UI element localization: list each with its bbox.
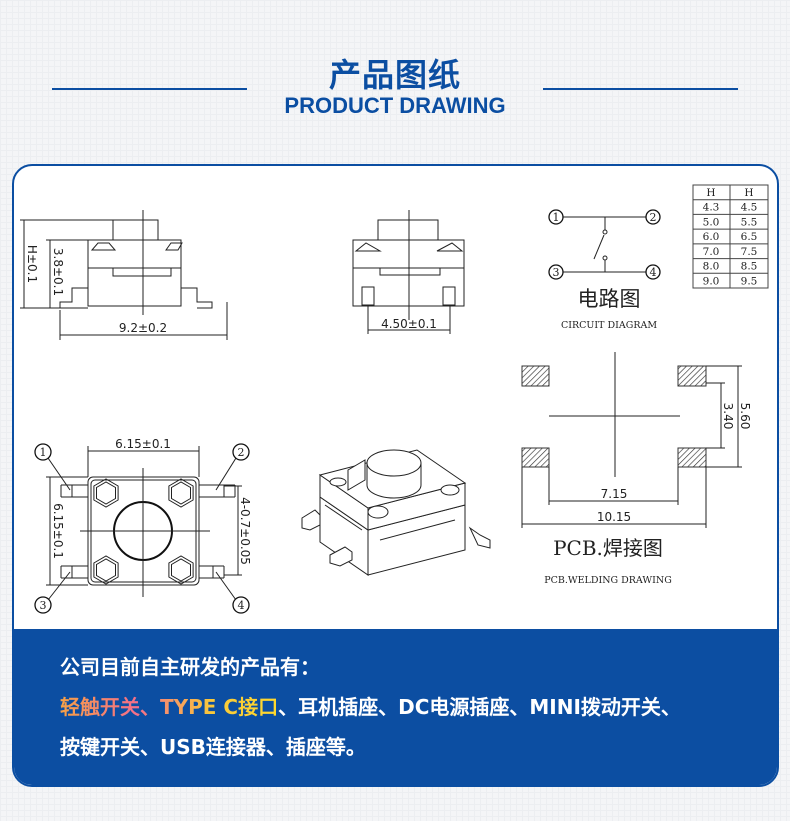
table-cell: 9.5 (741, 275, 758, 287)
circuit-pin-3: 3 (553, 266, 560, 279)
dim-height-label: H±0.1 (25, 245, 39, 283)
table-cell: 6.5 (741, 231, 758, 243)
table-cell: 4.3 (703, 202, 720, 214)
page-title: 产品图纸 (328, 56, 461, 94)
top-pin-3: 3 (40, 599, 47, 612)
circuit-pin-2: 2 (650, 211, 657, 224)
circuit-title-cn: 电路图 (578, 287, 641, 311)
hex-contact (96, 481, 116, 505)
circuit-title-en: CIRCUIT DIAGRAM (561, 320, 657, 331)
hex-contact (96, 558, 116, 582)
table-cell: 5.5 (741, 216, 758, 228)
page-subtitle: PRODUCT DRAWING (284, 93, 506, 118)
top-pin-2: 2 (238, 446, 245, 459)
hex-contact (93, 555, 119, 585)
isometric-view-drawing (301, 449, 491, 576)
table-cell: 8.5 (741, 261, 758, 273)
table-cell: 5.0 (703, 216, 720, 228)
products-intro: 公司目前自主研发的产品有： (60, 655, 320, 679)
table-cell: 6.0 (703, 231, 720, 243)
hex-contact (171, 481, 191, 505)
hex-contact (171, 558, 191, 582)
pcb-title-cn: PCB.焊接图 (553, 536, 663, 560)
header-rule-right (543, 88, 738, 90)
top-view-drawing: 1 2 3 4 6.15±0.1 6.15±0.1 4-0.7±0.05 (34, 437, 252, 614)
hex-contact (168, 478, 194, 508)
table-header: H (706, 187, 715, 199)
products-line-1-rest: 、耳机插座、DC电源插座、MINI拨动开关、 (278, 695, 681, 719)
pcb-title-en: PCB.WELDING DRAWING (544, 575, 672, 586)
header-rule-left (52, 88, 247, 90)
top-pin-4: 4 (238, 599, 245, 612)
circuit-pin-1: 1 (553, 211, 560, 224)
circuit-diagram: 1 2 3 4 电路图 CIRCUIT DIAGRAM (548, 209, 661, 331)
top-dim-width: 6.15±0.1 (115, 437, 171, 451)
pcb-dim-inner-height: 3.40 (721, 403, 735, 430)
pcb-dim-outer-width: 10.15 (597, 510, 631, 524)
products-line-2: 按键开关、USB连接器、插座等。 (60, 735, 366, 759)
top-dim-pin: 4-0.7±0.05 (238, 497, 252, 565)
front-view-drawing: 4.50±0.1 (352, 210, 465, 334)
hex-contact (168, 555, 194, 585)
top-pin-1: 1 (40, 446, 47, 459)
dim-width-label: 9.2±0.2 (119, 321, 167, 335)
pcb-dim-outer-height: 5.60 (738, 403, 752, 430)
table-cell: 8.0 (703, 261, 720, 273)
table-cell: 7.0 (703, 246, 720, 258)
circuit-pin-4: 4 (650, 266, 657, 279)
products-banner: 公司目前自主研发的产品有： 轻触开关、TYPE C接口、耳机插座、DC电源插座、… (14, 629, 777, 785)
dim-body-height-label: 3.8±0.1 (51, 248, 65, 296)
pcb-welding-drawing: 3.40 5.60 7.15 10.15 PCB.焊接图 PCB.WELDING… (521, 352, 752, 586)
products-highlight: 轻触开关、TYPE C接口 (60, 695, 279, 719)
top-dim-height: 6.15±0.1 (51, 503, 65, 559)
height-table: H H 4.3 4.5 5.0 5.5 6.0 6.5 7.0 7.5 8.0 8.5 9.0 9.5 (692, 184, 769, 289)
hex-contact (93, 478, 119, 508)
table-cell: 7.5 (741, 246, 758, 258)
products-line-1: 轻触开关、TYPE C接口、耳机插座、DC电源插座、MINI拨动开关、 (60, 691, 681, 720)
side-view-drawing: H±0.1 3.8±0.1 9.2±0.2 (20, 210, 228, 340)
table-cell: 9.0 (703, 275, 720, 287)
table-header: H (744, 187, 753, 199)
dim-front-width-label: 4.50±0.1 (381, 317, 437, 331)
table-cell: 4.5 (741, 202, 758, 214)
pcb-dim-inner-width: 7.15 (601, 487, 628, 501)
